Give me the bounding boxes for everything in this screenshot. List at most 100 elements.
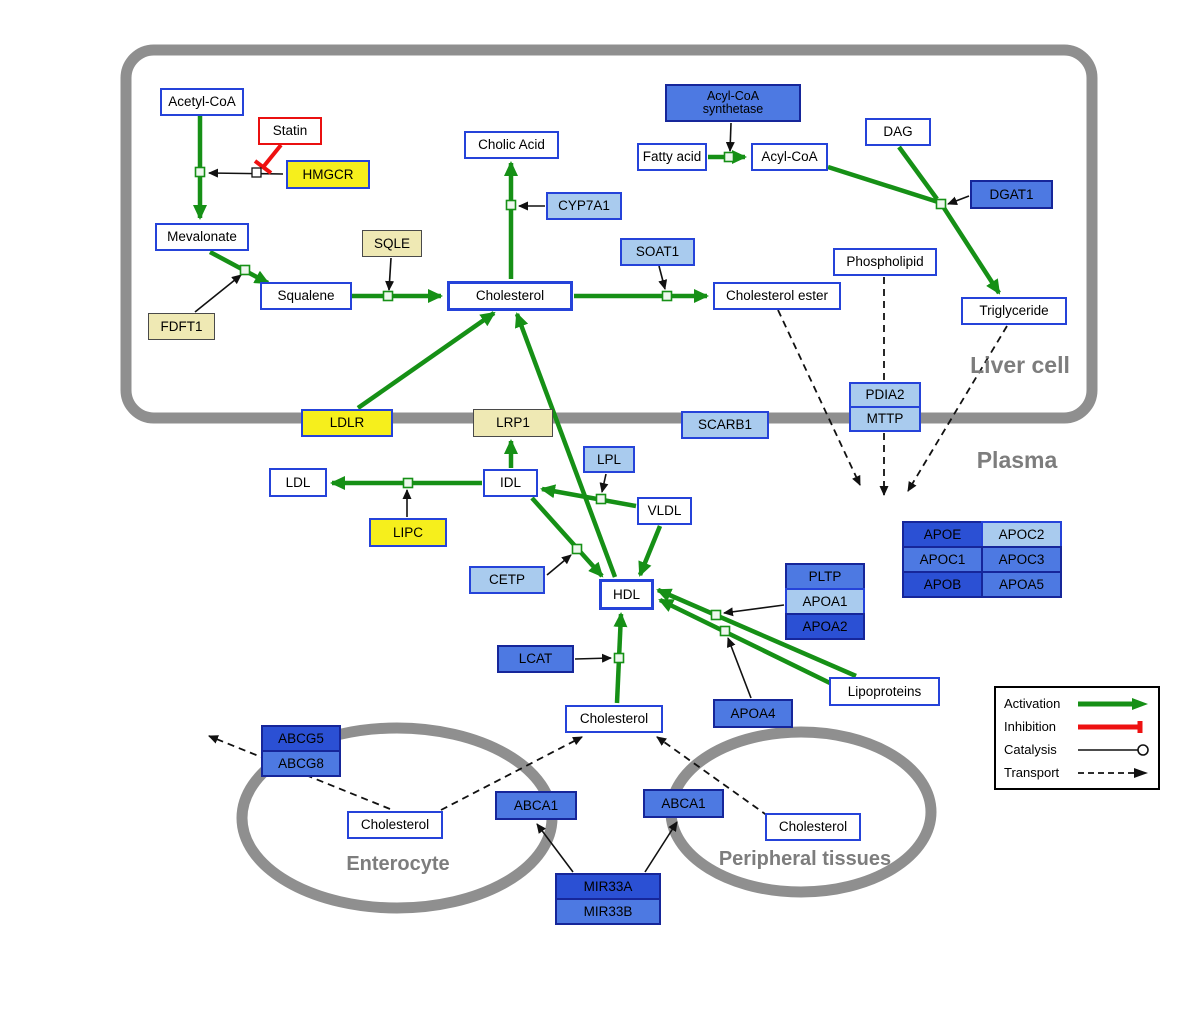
catalysis-dgat1 [947,195,970,206]
catalysis-soat1 [658,265,668,290]
inhibition-tbar-icon [1078,720,1143,733]
reaction-node [595,493,607,505]
node-mir33a[interactable]: MIR33A [555,873,661,900]
node-acetyl-coa[interactable]: Acetyl-CoA [160,88,244,116]
node-sqle[interactable]: SQLE [362,230,422,257]
plasma-label: Plasma [976,447,1058,473]
node-apoa4[interactable]: APOA4 [713,699,793,728]
node-apoc2[interactable]: APOC2 [981,521,1062,548]
node-lipc[interactable]: LIPC [369,518,447,547]
enterocyte-label: Enterocyte [346,853,450,875]
legend: Activation Inhibition Catalysis Transpor… [994,686,1160,790]
node-scarb1[interactable]: SCARB1 [681,411,769,439]
legend-catalysis-label: Catalysis [1004,742,1057,757]
node-ldlr[interactable]: LDLR [301,409,393,437]
node-apoa1[interactable]: APOA1 [785,588,865,615]
legend-transport: Transport [1004,765,1150,781]
node-soat1[interactable]: SOAT1 [620,238,695,266]
catalysis-cetp [546,554,572,576]
edge-vldl-idl [540,484,637,509]
edge-acylcoa-junction [827,164,939,205]
legend-inhibition-label: Inhibition [1004,719,1057,734]
reaction-node [723,151,735,163]
node-cetp[interactable]: CETP [469,566,545,594]
node-lipoproteins[interactable]: Lipoproteins [829,677,940,706]
catalysis-sqle [385,257,395,291]
reaction-node [402,477,414,489]
node-cholesterol-plasma[interactable]: Cholesterol [565,705,663,733]
node-abca1-left[interactable]: ABCA1 [495,791,577,820]
node-acyl-coa[interactable]: Acyl-CoA [751,143,828,171]
catalysis-lpl [599,473,609,493]
node-lrp1[interactable]: LRP1 [473,409,553,437]
inhibition-statin-hmgcr [262,143,283,168]
legend-transport-label: Transport [1004,765,1060,780]
node-pdia2[interactable]: PDIA2 [849,382,921,408]
node-apoc1[interactable]: APOC1 [902,546,983,573]
node-phospholipid[interactable]: Phospholipid [833,248,937,276]
catalysis-acylcoa-synthetase [725,122,735,152]
catalysis-apoa1 [723,604,785,617]
node-squalene[interactable]: Squalene [260,282,352,310]
catalysis-apoa4 [727,637,752,699]
node-mttp[interactable]: MTTP [849,406,921,432]
edge-ldlr-cholesterol [356,311,496,410]
node-cholesterol-liver[interactable]: Cholesterol [447,281,573,311]
node-idl[interactable]: IDL [483,469,538,497]
node-fdft1[interactable]: FDFT1 [148,313,215,340]
legend-catalysis: Catalysis [1004,742,1150,758]
catalysis-lcat [574,653,612,663]
node-statin[interactable]: Statin [258,117,322,145]
edge-lipoproteins-hdl-2 [656,587,857,679]
edge-lipoproteins-hdl-1 [658,597,833,687]
liver-cell-membrane [120,44,1098,424]
node-lcat[interactable]: LCAT [497,645,574,673]
node-apoe[interactable]: APOE [902,521,983,548]
node-cholesterol-peripheral[interactable]: Cholesterol [765,813,861,841]
reaction-node [382,290,394,302]
reaction-node [571,543,583,555]
reaction-node [613,652,625,664]
transport-triglyceride-plasma [907,325,1008,492]
node-vldl[interactable]: VLDL [637,497,692,525]
node-hdl[interactable]: HDL [599,579,654,610]
node-fatty-acid[interactable]: Fatty acid [637,143,707,171]
legend-inhibition: Inhibition [1004,719,1150,735]
transport-dashed-arrow-icon [1078,767,1148,778]
transport-cholesterol-peripheral-to-plasma [656,736,769,817]
activation-arrow-icon [1078,697,1148,710]
legend-activation: Activation [1004,696,1150,712]
node-apoa2[interactable]: APOA2 [785,613,865,640]
reaction-node [239,264,251,276]
transport-cholesterolester-plasma [777,309,861,486]
node-cholesterol-ester[interactable]: Cholesterol ester [713,282,841,310]
node-dag[interactable]: DAG [865,118,931,146]
node-hmgcr[interactable]: HMGCR [286,160,370,189]
catalysis-fdft1 [194,274,242,313]
node-cyp7a1[interactable]: CYP7A1 [546,192,622,220]
node-lpl[interactable]: LPL [583,446,635,473]
node-acyl-coa-synthetase[interactable]: Acyl-CoA synthetase [665,84,801,122]
node-dgat1[interactable]: DGAT1 [970,180,1053,209]
node-abca1-right[interactable]: ABCA1 [643,789,724,818]
node-mevalonate[interactable]: Mevalonate [155,223,249,251]
node-apob[interactable]: APOB [902,571,983,598]
node-abcg5[interactable]: ABCG5 [261,725,341,752]
node-apoc3[interactable]: APOC3 [981,546,1062,573]
reaction-node [710,609,722,621]
node-ldl[interactable]: LDL [269,468,327,497]
edge-dag-junction [897,145,939,201]
node-cholesterol-enterocyte[interactable]: Cholesterol [347,811,443,839]
transport-cholesterol-enterocyte-to-plasma [440,736,583,811]
catalysis-circle-icon [1078,743,1149,756]
node-pltp[interactable]: PLTP [785,563,865,590]
node-cholic-acid[interactable]: Cholic Acid [464,131,559,159]
regulation-mir33-abca1-right [644,821,678,873]
node-mir33b[interactable]: MIR33B [555,898,661,925]
node-apoa5[interactable]: APOA5 [981,571,1062,598]
reaction-node [661,290,673,302]
node-triglyceride[interactable]: Triglyceride [961,297,1067,325]
node-abcg8[interactable]: ABCG8 [261,750,341,777]
